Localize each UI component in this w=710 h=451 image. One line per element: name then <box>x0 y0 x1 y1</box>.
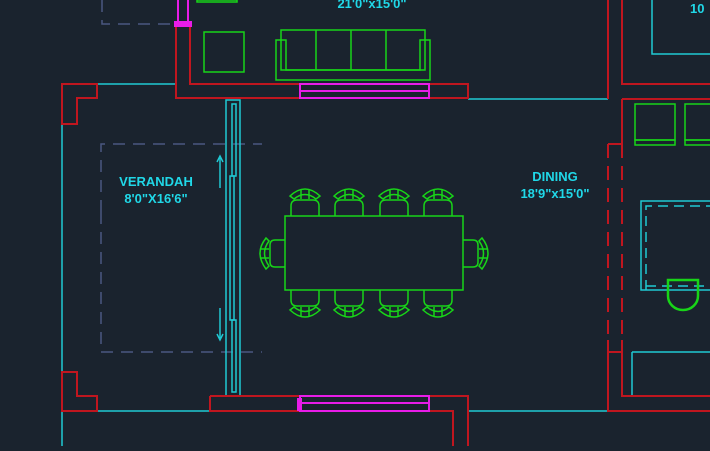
dining-dims: 18'9"x15'0" <box>520 186 589 201</box>
verandah-label: VERANDAH <box>119 174 193 189</box>
room-labels: 21'0"x15'0" 10 VERANDAH 8'0"X16'6" DININ… <box>119 0 704 206</box>
living-room-dims: 21'0"x15'0" <box>337 0 406 11</box>
dining-table-set <box>259 188 489 318</box>
sofa <box>275 29 431 81</box>
hidden-lines <box>100 0 262 353</box>
top-right-room-label: 10 <box>690 1 704 16</box>
chair-left <box>259 236 285 271</box>
living-furniture <box>196 0 710 146</box>
washbasin-fixture <box>640 200 710 312</box>
chair-right <box>463 236 489 271</box>
verandah-dims: 8'0"X16'6" <box>124 191 187 206</box>
side-table <box>203 31 245 73</box>
window-jamb-bottom <box>297 398 302 411</box>
dining-label: DINING <box>532 169 578 184</box>
window-jamb-top <box>174 21 192 27</box>
dining-table <box>284 215 464 291</box>
